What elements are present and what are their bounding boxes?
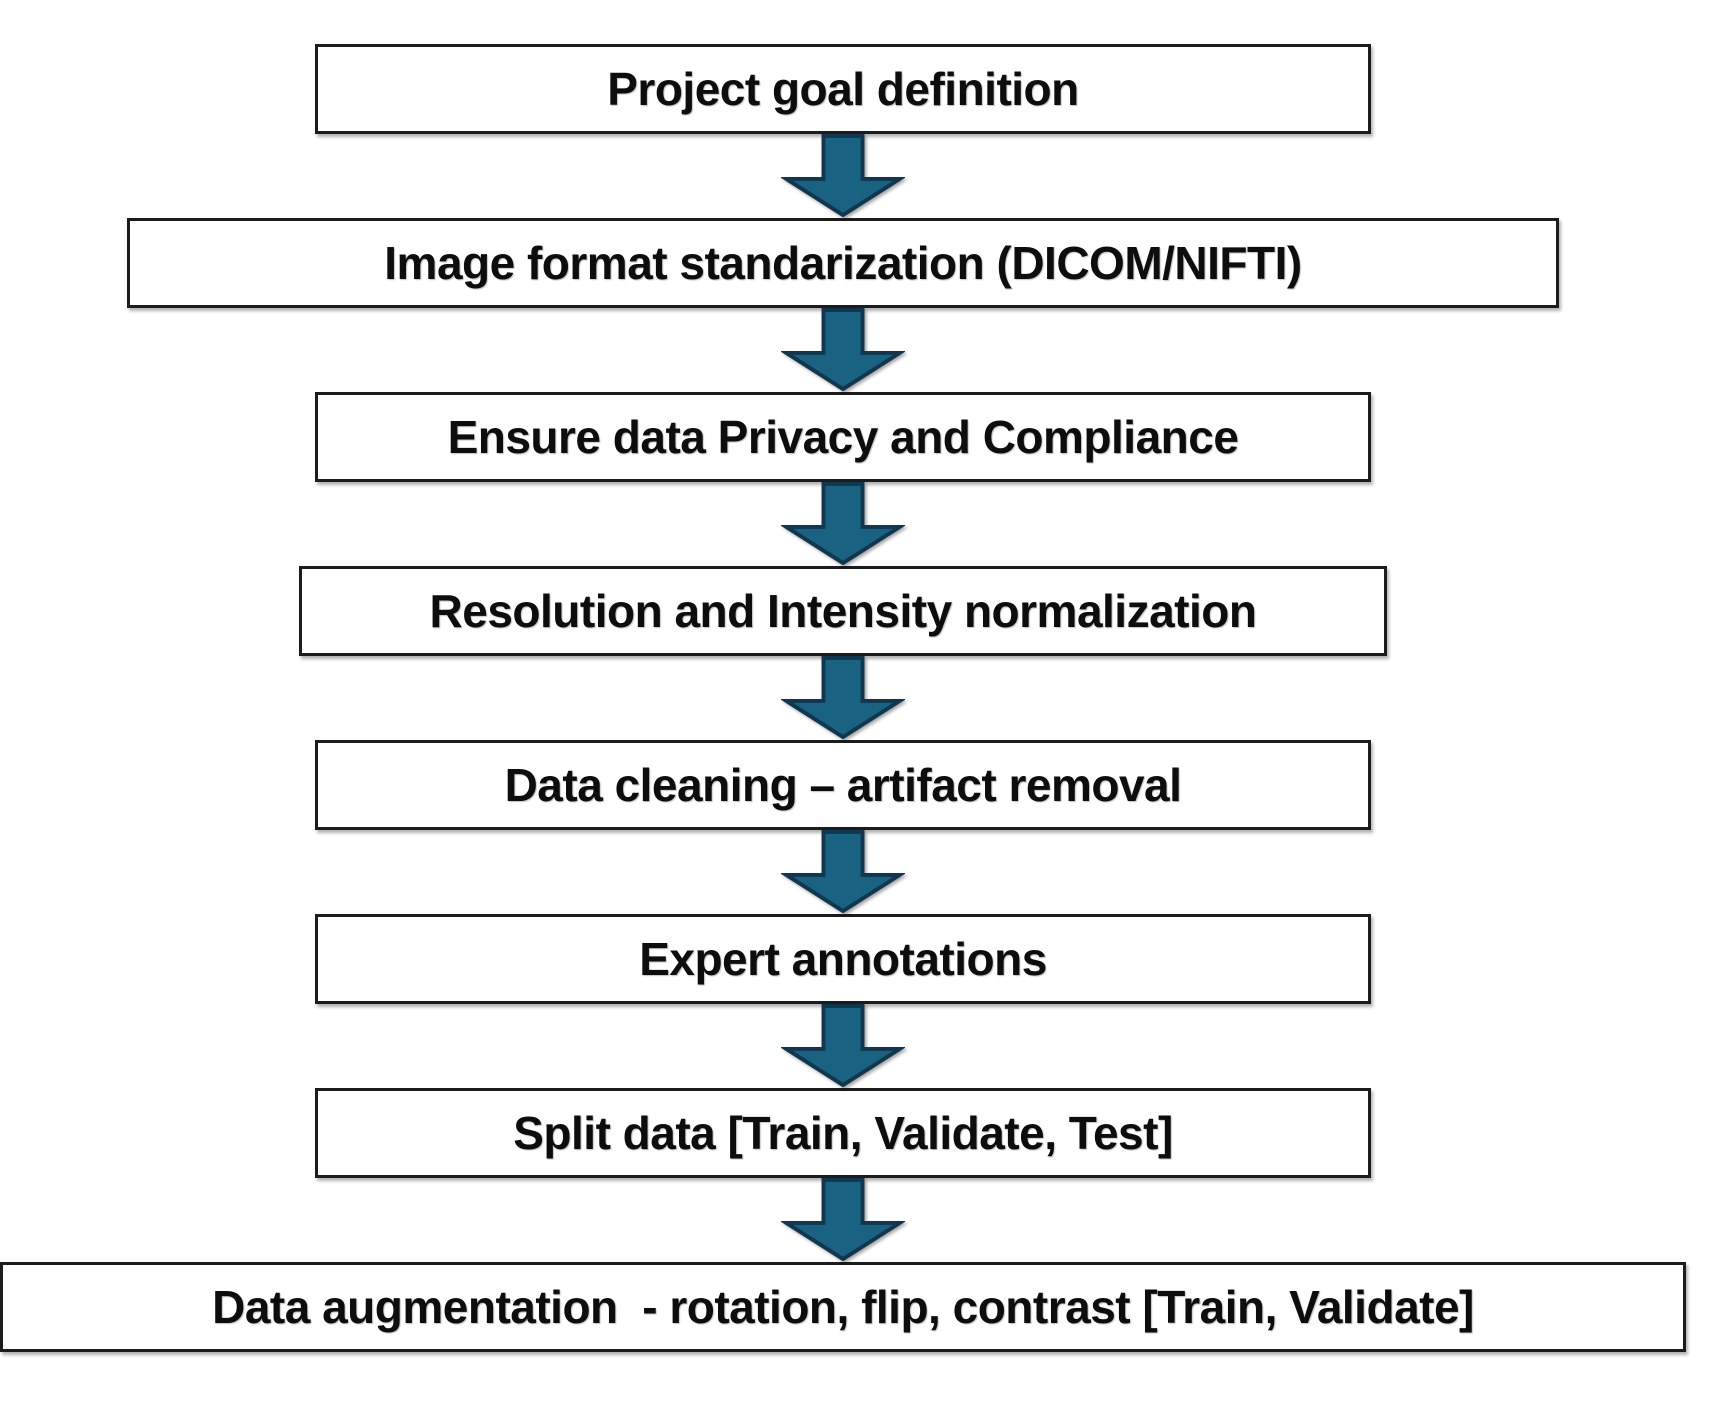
down-arrow-icon — [781, 482, 905, 566]
down-arrow-icon — [781, 1178, 905, 1262]
down-arrow-icon — [781, 656, 905, 740]
flow-step-label: Resolution and Intensity normalization — [429, 585, 1257, 637]
down-arrow-icon — [781, 308, 905, 392]
flow-step-label: Data augmentation - rotation, flip, cont… — [212, 1281, 1474, 1333]
flow-step-project-goal: Project goal definition — [315, 44, 1371, 134]
down-arrow-icon — [781, 134, 905, 218]
flow-step-label: Split data [Train, Validate, Test] — [513, 1107, 1173, 1159]
flow-step-data-cleaning: Data cleaning – artifact removal — [315, 740, 1371, 830]
flow-step-label: Ensure data Privacy and Compliance — [447, 411, 1239, 463]
flow-step-privacy-compliance: Ensure data Privacy and Compliance — [315, 392, 1371, 482]
flow-step-image-format: Image format standarization (DICOM/NIFTI… — [127, 218, 1559, 308]
flow-step-label: Data cleaning – artifact removal — [504, 759, 1182, 811]
flowchart-column: Project goal definition Image format sta… — [0, 44, 1686, 1352]
down-arrow-icon — [781, 1004, 905, 1088]
flow-step-label: Image format standarization (DICOM/NIFTI… — [384, 237, 1302, 289]
flow-step-label: Expert annotations — [639, 933, 1047, 985]
flow-step-data-augmentation: Data augmentation - rotation, flip, cont… — [0, 1262, 1686, 1352]
flow-step-split-data: Split data [Train, Validate, Test] — [315, 1088, 1371, 1178]
flow-step-normalization: Resolution and Intensity normalization — [299, 566, 1387, 656]
flow-step-label: Project goal definition — [607, 63, 1079, 115]
down-arrow-icon — [781, 830, 905, 914]
flow-step-expert-annotations: Expert annotations — [315, 914, 1371, 1004]
